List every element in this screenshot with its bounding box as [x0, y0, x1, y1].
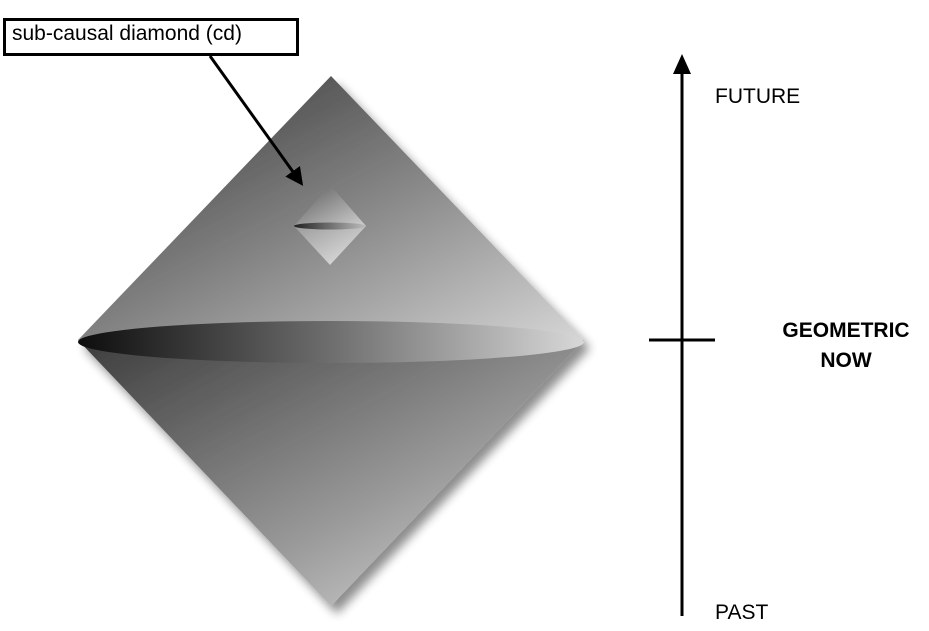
geometric-now-line2: NOW	[820, 349, 872, 372]
geometric-now-line1: GEOMETRIC	[782, 319, 910, 342]
sub-causal-diamond	[294, 185, 366, 265]
time-axis	[649, 54, 715, 616]
future-label: FUTURE	[715, 85, 801, 108]
sub-diamond-slice	[294, 222, 366, 230]
callout-box	[3, 18, 299, 56]
callout-arrow	[208, 55, 304, 186]
past-label: PAST	[715, 601, 769, 624]
time-axis-arrowhead	[673, 54, 691, 74]
lower-light-cone	[78, 340, 584, 606]
geometric-now-label: GEOMETRIC NOW	[770, 316, 922, 376]
geometric-now-slice	[78, 321, 584, 363]
sub-diamond-upper	[294, 185, 366, 226]
sub-diamond-lower	[294, 226, 366, 265]
callout-label: sub-causal diamond (cd)	[12, 22, 242, 45]
